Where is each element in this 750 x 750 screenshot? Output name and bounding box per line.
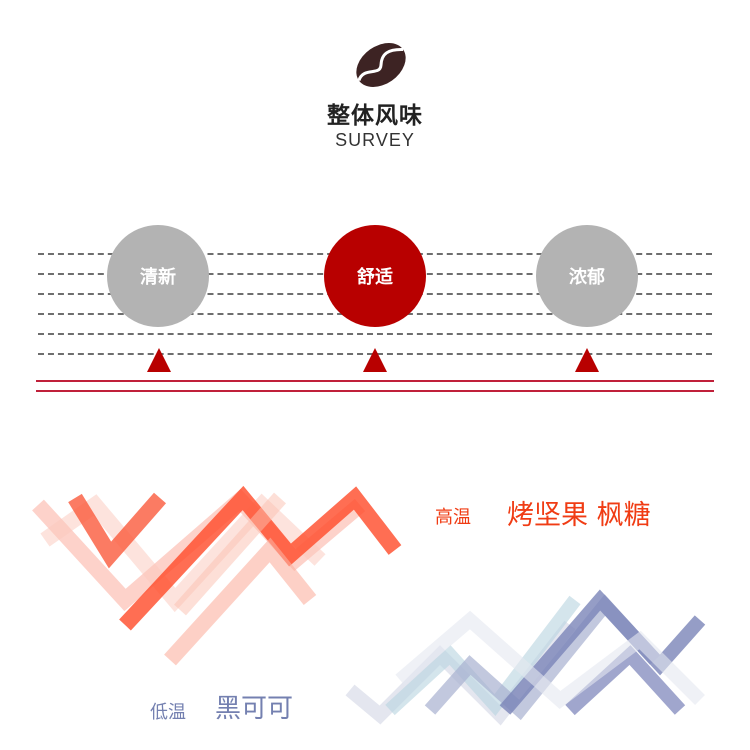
- triangle-marker-icon: [363, 348, 387, 372]
- page-title: 整体风味: [327, 103, 423, 129]
- option-label: 舒适: [357, 267, 393, 288]
- decorative-ribbons: [32, 485, 706, 726]
- high-temp-label: 高温: [435, 507, 471, 528]
- low-temp-flavor: 黑可可: [215, 694, 294, 724]
- scale-baseline: [36, 380, 714, 382]
- option-label: 浓郁: [569, 267, 605, 288]
- scale-option-rich[interactable]: 浓郁: [536, 225, 638, 327]
- scale-baseline: [36, 390, 714, 392]
- low-temp-label: 低温: [150, 702, 186, 723]
- coffee-bean-icon: [356, 43, 406, 87]
- scale-option-comfortable[interactable]: 舒适: [324, 225, 426, 327]
- scale-option-fresh[interactable]: 清新: [107, 225, 209, 327]
- page-subtitle: SURVEY: [335, 130, 415, 150]
- option-label: 清新: [140, 267, 176, 288]
- triangle-marker-icon: [575, 348, 599, 372]
- high-temp-flavor: 烤坚果 枫糖: [507, 500, 651, 531]
- triangle-marker-icon: [147, 348, 171, 372]
